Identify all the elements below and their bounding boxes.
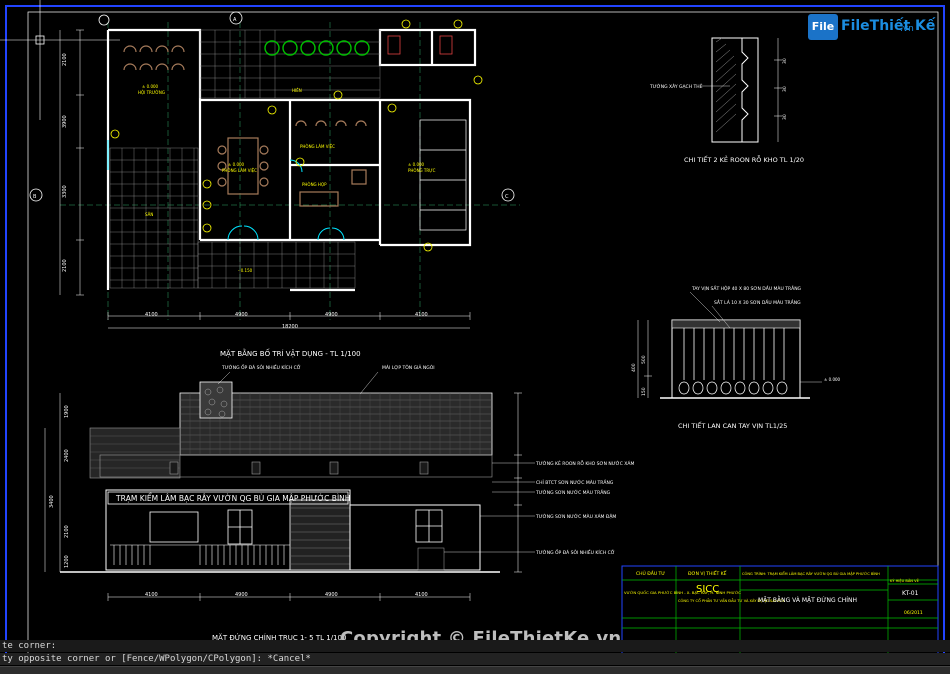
logo-text: FileThiết Kế: [841, 18, 936, 34]
plan-dim-1: 4100: [145, 312, 158, 318]
detail1-title: CHI TIẾT 2 KẺ ROON RỖ KHO TL 1/20: [684, 154, 804, 164]
elevation-title: MẶT ĐỨNG CHÍNH TRỤC 1- 5 TL 1/100: [212, 633, 346, 642]
drawing-frame: [5, 5, 945, 661]
plan-dim-total: 18200: [282, 324, 298, 330]
plan-dim-3: 4900: [325, 312, 338, 318]
elev-dim-4: 4100: [415, 592, 428, 598]
room-b-label: PHÒNG LÀM VIỆC: [300, 144, 335, 149]
room-a-label: PHÒNG LÀM VIỆC: [222, 168, 257, 173]
tb-col1-body: VƯỜN QUỐC GIA PHƯỚC BÌNH - X. BẠC RÂY, H…: [624, 590, 741, 595]
logo-ext: .vn: [900, 24, 914, 34]
detail1-dim-3: 30: [782, 114, 788, 120]
command-input[interactable]: [0, 666, 950, 674]
elev-dim-2: 4900: [235, 592, 248, 598]
room-d-label: PHÒNG TRỰC: [408, 168, 436, 173]
detail1-note: TƯỜNG XÂY GẠCH THẺ: [649, 82, 703, 90]
axis-c-label: C: [505, 194, 509, 200]
detail-roon: [700, 37, 782, 143]
detail2-dim-2: 400: [631, 363, 637, 372]
elev-dim-3: 4900: [325, 592, 338, 598]
elev-note-3: TƯỜNG KẺ ROON RỖ KHO SƠN NƯỚC XÁM: [535, 459, 634, 467]
room-hall-label: HỘI TRƯỜNG: [138, 90, 165, 95]
axis-a-label: A: [233, 17, 237, 23]
detail-railing: [637, 291, 822, 399]
elev-left-dim-2: 2400: [64, 449, 70, 462]
tb-col1-head: CHỦ ĐẦU TƯ: [636, 569, 665, 577]
elev-note-7: TƯỜNG ỐP ĐÁ SỎI NHIỀU KÍCH CỠ: [535, 548, 615, 556]
plan-title: MẶT BẰNG BỐ TRÍ VẬT DỤNG - TL 1/100: [220, 348, 361, 358]
room-c-label: PHÒNG HỌP: [302, 182, 327, 187]
elev-left-dim-5: 1200: [64, 555, 70, 568]
elev-left-dim-3: 3400: [49, 495, 55, 508]
elev-e4-label: - 0.150: [238, 268, 253, 273]
command-history-line-2: ty opposite corner or [Fence/WPolygon/CP…: [0, 653, 950, 665]
elev-note-6: TƯỜNG SƠN NƯỚC MÀU XÁM ĐẬM: [535, 513, 616, 520]
floor-plan: [29, 11, 520, 329]
elev-note-2: MÁI LỢP TÔN GIẢ NGÓI: [382, 363, 435, 371]
detail2-note-2: SẮT LÁ 10 X 30 SƠN DẦU MÀU TRẮNG: [714, 298, 801, 306]
detail1-dim-2: 30: [782, 86, 788, 92]
detail2-dim-3: 150: [641, 387, 647, 396]
plan-left-dim-4: 2100: [62, 259, 68, 272]
tb-drawing-name: MẶT BẰNG VÀ MẶT ĐỨNG CHÍNH: [758, 596, 857, 604]
elev-e2-label: ± 0.000: [228, 162, 245, 167]
plan-dim-2: 4900: [235, 312, 248, 318]
room-porch-label: HIÊN: [292, 88, 302, 93]
plan-left-dim-2: 3900: [62, 115, 68, 128]
tb-company: SICC: [696, 584, 719, 595]
tb-company-sub: CÔNG TY CỔ PHẦN TƯ VẤN ĐẦU TƯ VÀ XÂY DỰN…: [678, 598, 786, 603]
logo-box: File: [808, 14, 838, 40]
plan-left-dim-1: 2100: [62, 53, 68, 66]
elev-dim-1: 4100: [145, 592, 158, 598]
detail2-title: CHI TIẾT LAN CAN TAY VỊN TL1/25: [678, 420, 787, 430]
elev-note-4: CHỈ BTCT SƠN NƯỚC MÀU TRẮNG: [536, 478, 614, 486]
front-elevation: [44, 371, 535, 601]
detail2-dim-1: 500: [641, 355, 647, 364]
elev-left-dim-4: 2100: [64, 525, 70, 538]
elev-note-1: TƯỜNG ỐP ĐÁ SỎI NHIỀU KÍCH CỠ: [221, 363, 301, 371]
detail1-dim-1: 30: [782, 58, 788, 64]
detail2-note-1: TAY VỊN SẮT HỘP 40 X 80 SƠN DẦU MÀU TRẮN…: [691, 284, 802, 292]
elev-note-5: TƯỜNG SƠN NƯỚC MÀU TRẮNG: [535, 488, 611, 496]
elev-left-dim-1: 1900: [64, 405, 70, 418]
filethietke-logo: File FileThiết Kế .vn: [808, 12, 935, 44]
detail2-floor: ± 0.000: [824, 377, 841, 382]
plan-left-dim-3: 3300: [62, 185, 68, 198]
room-yard-label: SÂN: [145, 212, 153, 217]
elev-e3-label: ± 0.000: [408, 162, 425, 167]
tb-col2-head: ĐƠN VỊ THIẾT KẾ: [688, 569, 727, 577]
sheet-border: [27, 11, 939, 659]
tb-sheet-number: KT-01: [902, 590, 919, 597]
axis-b-label: B: [33, 194, 37, 200]
tb-project: CÔNG TRÌNH: TRẠM KIỂM LÂM BẠC RÂY VƯỜN Q…: [742, 571, 880, 576]
tb-sheet-label: KÝ HIỆU BẢN VẼ: [890, 578, 920, 583]
plan-dim-4: 4100: [415, 312, 428, 318]
command-history-line-1: te corner:: [0, 640, 950, 652]
elev-e1-label: ± 0.000: [142, 84, 159, 89]
elevation-sign: TRẠM KIỂM LÂM BẠC RÂY VƯỜN QG BÙ GIA MẬP…: [115, 493, 350, 503]
tb-date: 06/2011: [904, 610, 923, 616]
